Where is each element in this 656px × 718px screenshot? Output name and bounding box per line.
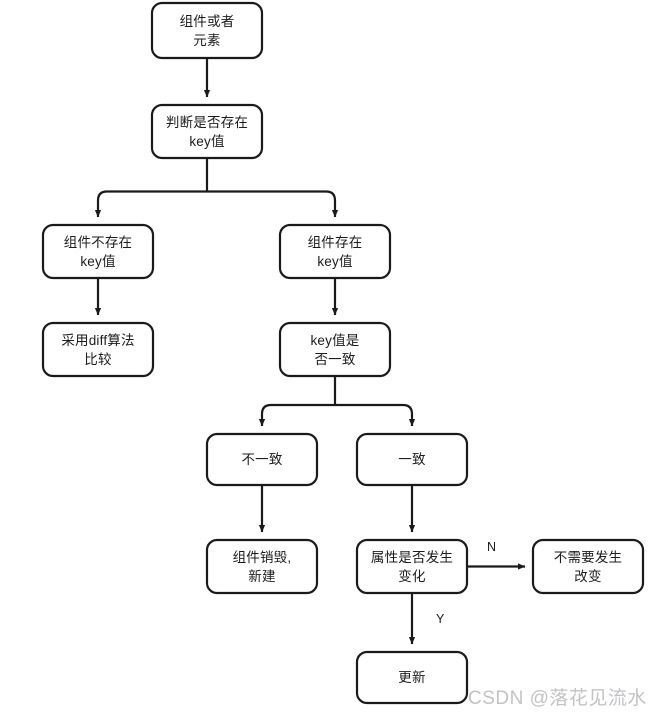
node-component-with-key — [278, 223, 392, 280]
node-no-change-needed — [531, 538, 645, 595]
edge-edge-check-to-haskey — [207, 190, 339, 218]
edge-label-no: N — [487, 540, 497, 554]
node-component-without-key — [41, 223, 155, 280]
node-destroy-and-rebuild — [205, 538, 319, 595]
edge-edge-keysame-to-notsame — [258, 403, 335, 427]
node-judge-key-exists — [150, 103, 264, 160]
edge-edge-check-to-nokey — [94, 190, 207, 218]
edge-layer — [94, 58, 526, 645]
node-use-diff-algorithm — [41, 321, 155, 378]
node-not-consistent — [205, 432, 319, 487]
node-layer — [41, 1, 645, 705]
node-component-or-element — [150, 1, 264, 60]
edge-edge-keysame-to-same — [335, 403, 416, 427]
node-key-value-consistent — [278, 321, 392, 378]
csdn-watermark: CSDN @落花见流水 — [468, 688, 647, 709]
edge-label-yes: Y — [436, 612, 445, 626]
node-update — [355, 650, 469, 705]
node-attribute-changed — [355, 538, 469, 595]
node-consistent — [355, 432, 469, 487]
